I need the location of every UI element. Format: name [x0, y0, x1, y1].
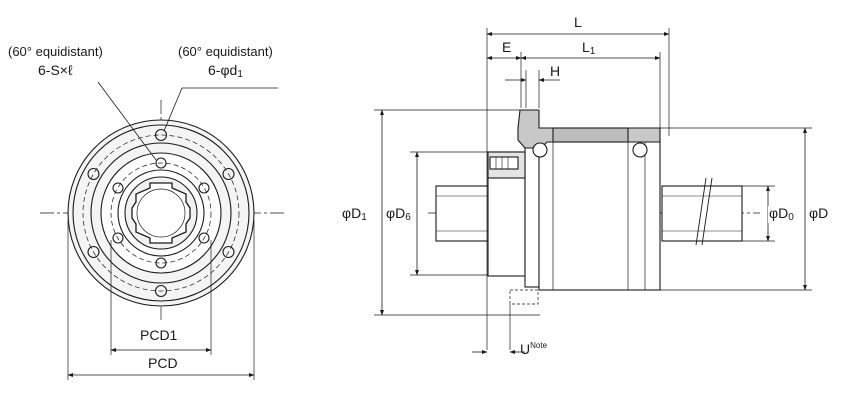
- note-right-spec: 6-φd1: [208, 63, 243, 80]
- label-D1-main: D: [351, 205, 362, 221]
- section-screw: [489, 156, 519, 170]
- label-D0: φD0: [768, 206, 795, 223]
- shaft-inner-circle: [136, 188, 186, 238]
- outer-hole: [222, 167, 235, 181]
- section-bearing-race: [552, 127, 629, 143]
- hub-inner-circle: [117, 169, 205, 257]
- housing-body: [538, 139, 661, 291]
- note-right-spec-main: d: [229, 62, 238, 78]
- shaft-break-mark: [695, 177, 713, 246]
- label-U-main: U: [520, 341, 531, 357]
- flange-inner-circle: [72, 124, 250, 302]
- bearing-ball-left: [532, 142, 548, 158]
- outer-hole: [222, 245, 235, 259]
- label-D1-sub: 1: [361, 212, 367, 223]
- leader-left: [97, 81, 157, 161]
- label-E: E: [502, 39, 512, 55]
- shaft-right: [661, 185, 743, 242]
- label-L1-sub: 1: [589, 46, 596, 57]
- flange-step-circle: [90, 142, 232, 284]
- note-left-spec: 6-S×ℓ: [38, 62, 73, 78]
- flange-lip: [524, 139, 540, 288]
- label-H: H: [550, 63, 561, 79]
- label-pcd1: PCD1: [140, 327, 178, 343]
- leader-right-slant: [163, 87, 183, 132]
- label-D0-prefix: φ: [769, 205, 779, 221]
- inner-holes: [112, 157, 210, 269]
- label-D6-sub: 6: [405, 212, 411, 223]
- label-U-note: Note: [530, 341, 548, 350]
- label-D1-prefix: φ: [342, 205, 352, 221]
- outer-hole: [87, 167, 100, 181]
- label-L: L: [574, 14, 582, 30]
- label-D1: φD1: [341, 206, 368, 223]
- label-D6: φD6: [385, 206, 412, 223]
- label-L1: L1: [582, 40, 595, 57]
- shaft-left: [435, 185, 489, 242]
- inner-hole: [155, 157, 167, 169]
- side-view: [374, 28, 812, 354]
- note-right-spec-sub: 1: [237, 69, 243, 80]
- outer-holes: [87, 128, 235, 298]
- label-D6-prefix: φ: [386, 205, 396, 221]
- pcd1-circle: [110, 162, 212, 264]
- spline-shaft: [131, 182, 191, 244]
- bearing-ball-right: [632, 142, 648, 158]
- inner-hole: [112, 182, 124, 194]
- note-right-equidistant: (60° equidistant): [178, 44, 273, 59]
- inner-hole: [198, 232, 210, 244]
- front-view: [40, 81, 285, 380]
- outer-hole: [154, 128, 168, 142]
- outer-hole: [154, 284, 168, 298]
- label-D-prefix: φ: [809, 205, 819, 221]
- label-D-main: D: [818, 205, 829, 221]
- inner-hole: [155, 257, 167, 269]
- label-U: UNote: [520, 341, 548, 357]
- bottom-tapped-hole: [509, 289, 539, 305]
- label-D6-main: D: [395, 205, 406, 221]
- label-pcd: PCD: [148, 355, 178, 371]
- label-L1-main: L: [582, 39, 590, 55]
- label-D0-sub: 0: [788, 212, 794, 223]
- label-D0-main: D: [778, 205, 789, 221]
- note-right-spec-prefix: 6-φ: [208, 62, 230, 78]
- label-D: φD: [808, 205, 830, 221]
- pcd-circle: [82, 134, 240, 292]
- note-left-equidistant: (60° equidistant): [8, 44, 103, 59]
- outer-hole: [87, 245, 100, 259]
- inner-hole: [198, 182, 210, 194]
- inner-hole: [112, 232, 124, 244]
